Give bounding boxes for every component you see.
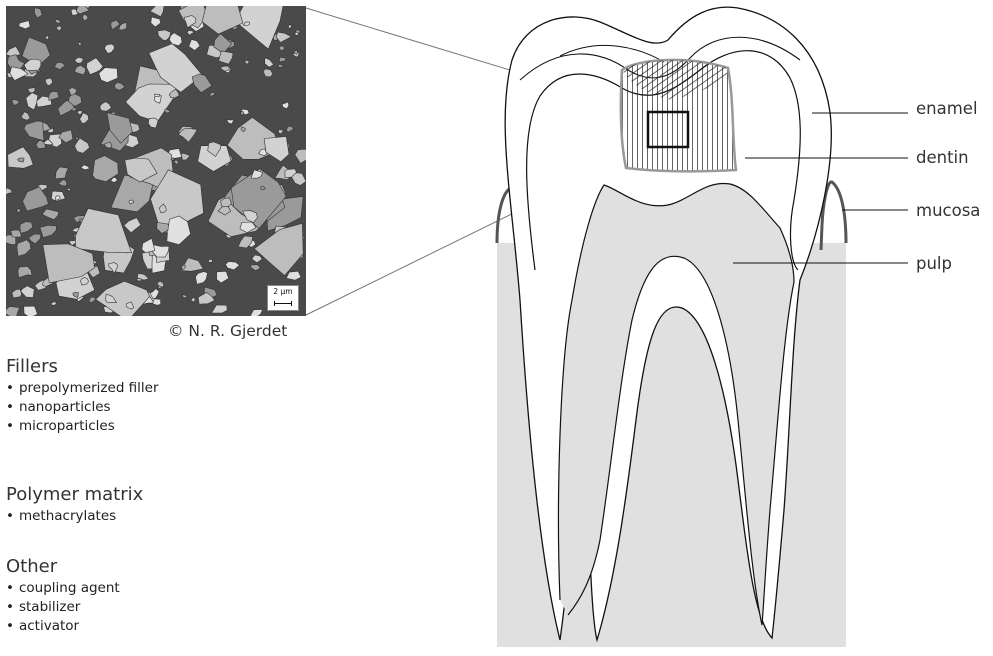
legend-item: nanoparticles xyxy=(6,398,159,417)
zoom-line-top xyxy=(306,8,648,112)
legend-item: methacrylates xyxy=(6,507,143,526)
mucosa-right xyxy=(821,182,846,250)
label-enamel: enamel xyxy=(916,99,978,118)
legend-group-other: Other coupling agent stabilizer activato… xyxy=(6,556,120,636)
legend-group-polymer-matrix: Polymer matrix methacrylates xyxy=(6,484,143,526)
sem-micrograph xyxy=(6,6,306,316)
scale-bar: 2 µm xyxy=(267,285,299,311)
composite-filling xyxy=(621,60,736,171)
legend-item: stabilizer xyxy=(6,598,120,617)
scale-bar-label: 2 µm xyxy=(268,287,298,296)
legend-heading: Other xyxy=(6,556,120,577)
filler-particle xyxy=(24,306,38,316)
legend-heading: Polymer matrix xyxy=(6,484,143,505)
pulp-outline xyxy=(559,183,795,625)
legend-item: microparticles xyxy=(6,417,159,436)
scale-bar-line xyxy=(274,301,292,306)
legend-heading: Fillers xyxy=(6,356,159,377)
tooth-outline xyxy=(505,7,831,640)
filler-particle xyxy=(136,278,142,281)
label-mucosa: mucosa xyxy=(916,201,980,220)
legend-item: prepolymerized filler xyxy=(6,379,159,398)
label-pulp: pulp xyxy=(916,254,952,273)
mucosa-left xyxy=(497,187,524,250)
micrograph-credit: © N. R. Gjerdet xyxy=(168,322,287,340)
zoom-line-bottom xyxy=(306,147,648,315)
fissure-line-inner xyxy=(560,45,664,62)
legend-group-fillers: Fillers prepolymerized filler nanopartic… xyxy=(6,356,159,436)
enamel-boundary xyxy=(527,51,801,270)
label-dentin: dentin xyxy=(916,148,969,167)
filling-enamel-part xyxy=(622,60,728,100)
zoom-region-box xyxy=(648,112,688,147)
legend-item: coupling agent xyxy=(6,579,120,598)
filler-particle xyxy=(67,188,70,190)
fissure-line xyxy=(520,37,800,80)
legend-item: activator xyxy=(6,617,120,636)
gum-region xyxy=(497,243,846,647)
